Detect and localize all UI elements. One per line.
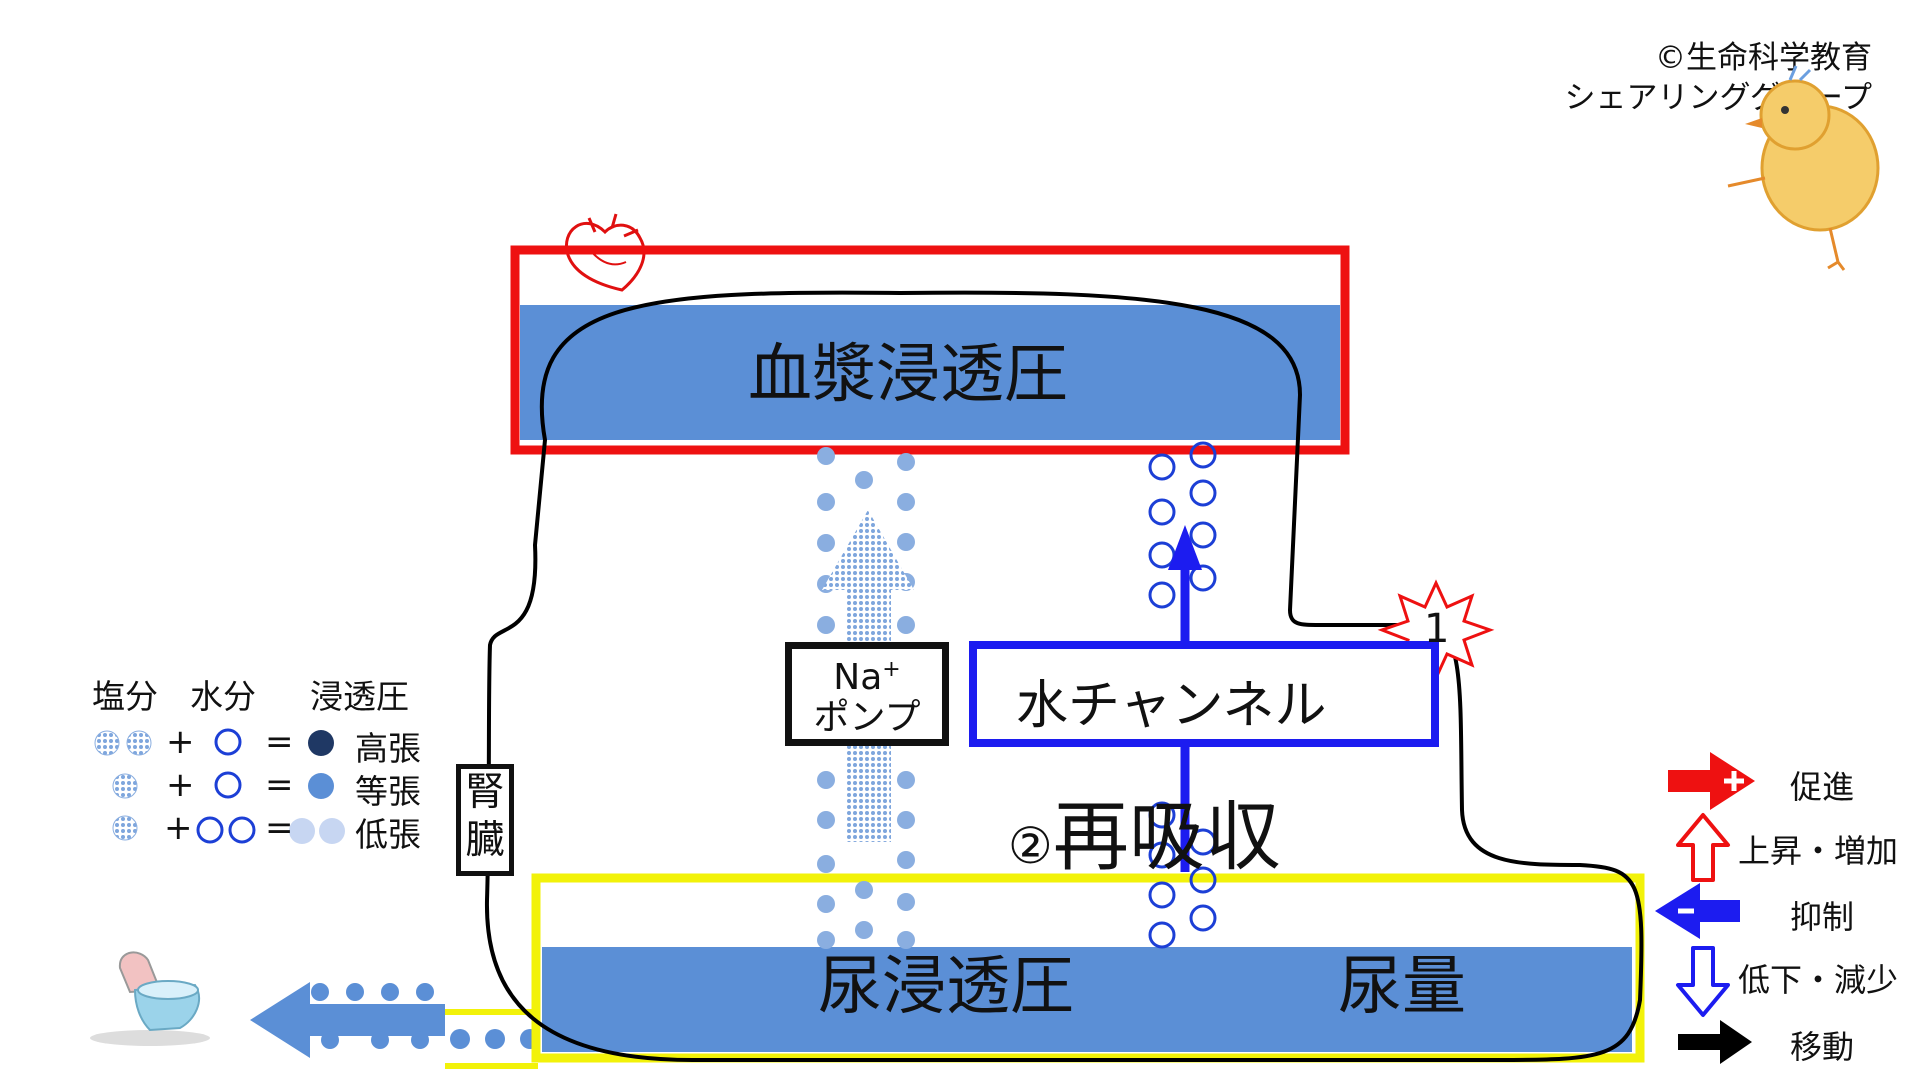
kidney-char-1: 腎 (465, 770, 505, 815)
reabsorption-label: ②再吸収 (1008, 775, 1281, 885)
legend-plus-1: + (166, 722, 195, 762)
toilet-icon (90, 951, 210, 1046)
legend-isotonic: 等張 (355, 772, 421, 811)
na-pump-line-1: Na+ (833, 657, 901, 698)
legend-header-water: 水分 (190, 677, 256, 716)
legend-inhibit: 抑制 (1790, 898, 1855, 936)
legend-plus-3: + (164, 808, 193, 848)
legend-hypotonic: 低張 (355, 815, 421, 854)
legend-decrease: 低下・減少 (1738, 961, 1899, 999)
urine-osmolality-label: 尿浸透圧 (818, 950, 1074, 1024)
water-channel-label: 水チャンネル (1016, 676, 1327, 736)
kidney-char-2: 臓 (465, 818, 505, 863)
na-pump-line-2: ポンプ (813, 697, 921, 738)
increase-arrow-icon (1676, 813, 1730, 882)
legend-hypertonic: 高張 (355, 729, 421, 768)
copyright-line-1: ©生命科学教育 (1655, 40, 1872, 76)
legend-equals-3: = (265, 808, 294, 848)
chick-mascot-icon (1727, 65, 1880, 271)
reabsorption-text: 再吸収 (1052, 792, 1281, 881)
kidney-box: 腎 臓 (456, 764, 514, 876)
legend-right-symbols (1655, 752, 1755, 1064)
plasma-bar (520, 305, 1340, 440)
move-arrow-icon (1678, 1020, 1752, 1064)
urine-bar (542, 947, 1632, 1052)
legend-left-symbols (94, 728, 345, 844)
legend-move: 移動 (1790, 1028, 1855, 1066)
decrease-arrow-icon (1676, 946, 1730, 1017)
legend-header-salt: 塩分 (92, 677, 158, 716)
legend-promote: 促進 (1790, 768, 1855, 806)
na-pump-box: Na+ ポンプ (785, 642, 949, 746)
reabsorption-number: ② (1008, 817, 1053, 875)
inhibit-arrow-icon (1655, 883, 1740, 939)
legend-equals-1: = (265, 722, 294, 762)
legend-plus-2: + (166, 765, 195, 805)
plasma-frame (510, 245, 1350, 455)
heart-icon (565, 213, 646, 292)
urine-volume-label: 尿量 (1338, 950, 1466, 1024)
legend-equals-2: = (265, 765, 294, 805)
urine-output-arrow (250, 982, 445, 1058)
plasma-osmolality-label: 血漿浸透圧 (748, 338, 1068, 412)
urine-outflow-tube (445, 1009, 540, 1069)
water-channel-box (969, 641, 1439, 747)
event-badge-number: 1 (1424, 606, 1450, 652)
legend-header-osmolality: 浸透圧 (310, 677, 409, 716)
legend-increase: 上昇・増加 (1738, 832, 1899, 870)
promote-arrow-icon (1668, 752, 1755, 810)
